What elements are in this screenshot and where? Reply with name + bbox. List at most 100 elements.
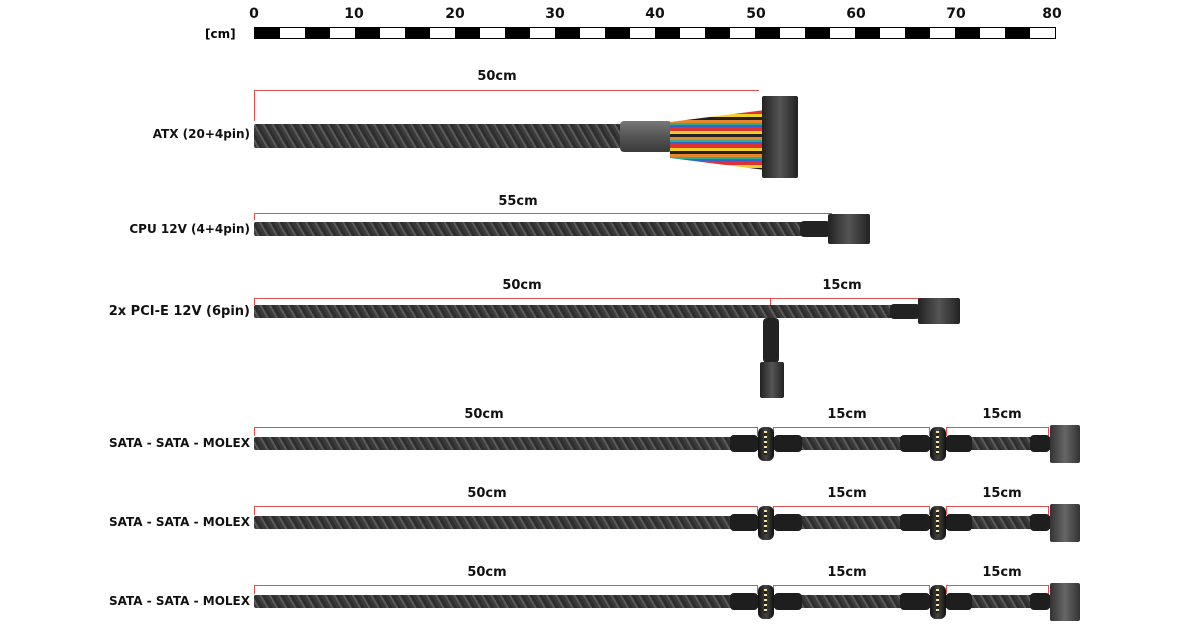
ruler-segment xyxy=(805,28,830,38)
sleeve xyxy=(946,593,972,610)
braided-cable xyxy=(254,516,1054,529)
ruler-segment xyxy=(980,28,1005,38)
ruler-tick: 70 xyxy=(946,6,966,22)
ruler-segment xyxy=(630,28,655,38)
ruler-segment xyxy=(580,28,605,38)
dimension-line xyxy=(946,506,1049,515)
connector-pins xyxy=(936,510,939,534)
ruler-segment xyxy=(905,28,930,38)
ruler-bar xyxy=(254,27,1056,39)
ruler-segment xyxy=(830,28,855,38)
ruler-tick: 60 xyxy=(846,6,866,22)
braided-cable xyxy=(254,437,1054,450)
sleeve xyxy=(1030,435,1050,452)
branch-sleeve xyxy=(763,318,779,363)
ruler-tick: 80 xyxy=(1042,6,1062,22)
molex-connector xyxy=(1050,504,1080,542)
ruler-segment xyxy=(755,28,780,38)
braided-cable xyxy=(254,595,1054,608)
dimension-label: 15cm xyxy=(827,486,867,501)
cable-label: 2x PCI-E 12V (6pin) xyxy=(108,304,250,319)
ruler-segment xyxy=(1005,28,1030,38)
braided-cable xyxy=(254,124,624,148)
ruler-segment xyxy=(1030,28,1055,38)
connector-pins xyxy=(764,510,767,534)
cable-label: SATA - SATA - MOLEX xyxy=(109,515,250,529)
ruler-segment xyxy=(555,28,580,38)
ruler-segment xyxy=(255,28,280,38)
molex-connector xyxy=(1050,425,1080,463)
dimension-label: 55cm xyxy=(498,194,538,209)
sleeve xyxy=(890,304,920,319)
ruler-tick: 30 xyxy=(545,6,565,22)
connector-pins xyxy=(936,589,939,613)
dimension-line xyxy=(254,585,758,594)
dimension-label: 50cm xyxy=(502,278,542,293)
ruler-segment xyxy=(405,28,430,38)
sleeve xyxy=(774,435,802,452)
cable-label: SATA - SATA - MOLEX xyxy=(109,594,250,608)
ruler-segment xyxy=(455,28,480,38)
dimension-line xyxy=(254,298,771,305)
sleeve xyxy=(1030,593,1050,610)
sleeve xyxy=(730,435,758,452)
ruler-segment xyxy=(430,28,455,38)
dimension-label: 15cm xyxy=(827,407,867,422)
sleeve xyxy=(900,514,930,531)
sleeve xyxy=(730,593,758,610)
sleeve xyxy=(774,514,802,531)
ruler-segment xyxy=(330,28,355,38)
dimension-label: 15cm xyxy=(982,486,1022,501)
ruler-tick: 50 xyxy=(746,6,766,22)
ruler-segment xyxy=(605,28,630,38)
dimension-line xyxy=(946,585,1049,594)
sleeve xyxy=(946,514,972,531)
ruler-tick: 40 xyxy=(645,6,665,22)
ruler-segment xyxy=(380,28,405,38)
pcie-connector xyxy=(760,362,784,398)
ruler-segment xyxy=(530,28,555,38)
dimension-label: 50cm xyxy=(464,407,504,422)
dimension-line xyxy=(254,427,758,436)
ruler-segment xyxy=(680,28,705,38)
ruler-segment xyxy=(780,28,805,38)
ruler-tick: 0 xyxy=(249,6,259,22)
connector-pins xyxy=(764,589,767,613)
sleeve xyxy=(900,593,930,610)
cable-label: ATX (20+4pin) xyxy=(152,127,250,141)
cable-label: CPU 12V (4+4pin) xyxy=(129,222,250,236)
sleeve xyxy=(774,593,802,610)
ruler-segment xyxy=(855,28,880,38)
dimension-label: 50cm xyxy=(467,565,507,580)
ruler-segment xyxy=(280,28,305,38)
cpu-connector xyxy=(828,214,870,244)
atx-connector xyxy=(762,96,798,178)
connector-pins xyxy=(764,431,767,455)
ruler-tick: 10 xyxy=(344,6,364,22)
dimension-line xyxy=(254,213,832,220)
ruler-segment xyxy=(305,28,330,38)
braided-cable xyxy=(254,305,904,318)
ruler-segment xyxy=(655,28,680,38)
dimension-label: 15cm xyxy=(982,565,1022,580)
ruler-segment xyxy=(955,28,980,38)
ruler-segment xyxy=(505,28,530,38)
ruler-unit-label: [cm] xyxy=(205,27,236,41)
sleeve xyxy=(800,221,830,237)
dimension-line xyxy=(946,427,1049,436)
sleeve xyxy=(946,435,972,452)
sleeve xyxy=(730,514,758,531)
cable-label: SATA - SATA - MOLEX xyxy=(109,436,250,450)
ruler-segment xyxy=(930,28,955,38)
sleeve xyxy=(1030,514,1050,531)
dimension-line xyxy=(254,506,758,515)
dimension-label: 50cm xyxy=(477,69,517,84)
pcie-connector xyxy=(918,298,960,324)
dimension-label: 15cm xyxy=(822,278,862,293)
ruler-segment xyxy=(730,28,755,38)
ruler-tick: 20 xyxy=(445,6,465,22)
dimension-label: 15cm xyxy=(827,565,867,580)
braided-cable xyxy=(254,222,804,236)
dimension-label: 15cm xyxy=(982,407,1022,422)
ruler-segment xyxy=(705,28,730,38)
